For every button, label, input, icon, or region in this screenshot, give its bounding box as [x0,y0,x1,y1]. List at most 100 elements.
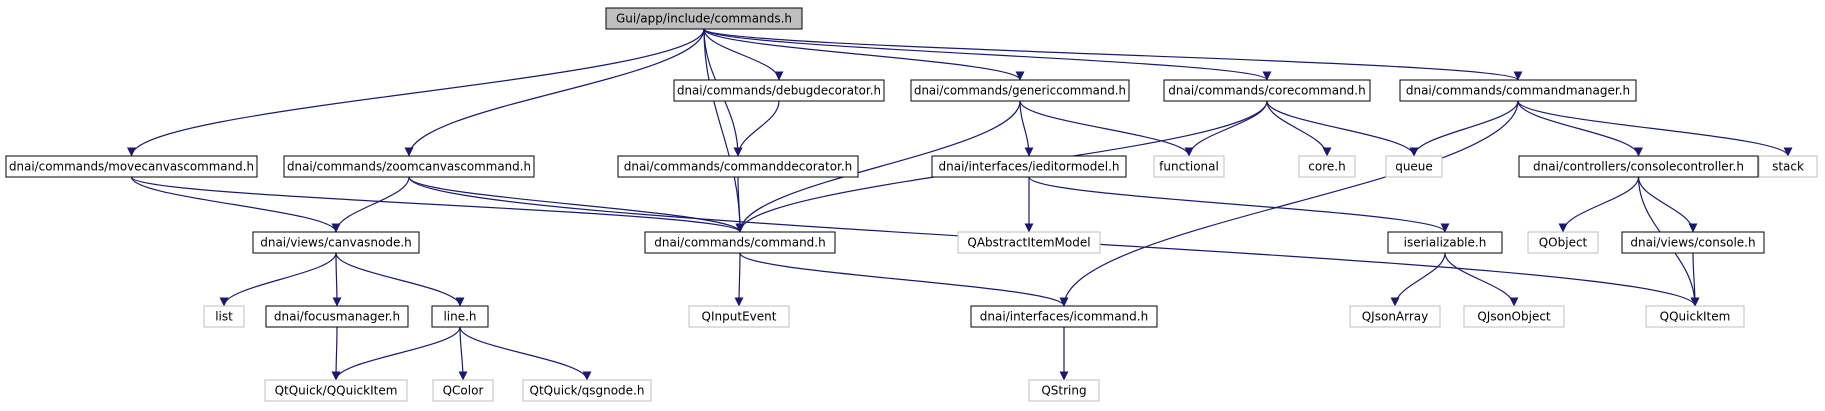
node-label-line: line.h [443,310,476,324]
node-label-qabstractitemmodel: QAbstractItemModel [967,236,1090,250]
edge-zoomcanvascommand-to-canvasnode [331,176,410,233]
edge-corecommand-to-queue [1266,100,1419,157]
node-box-list [203,305,245,328]
node-corecommand[interactable]: dnai/commands/corecommand.h [1163,79,1371,102]
node-label-qtquick_qquickitem: QtQuick/QQuickItem [275,384,398,398]
node-qstring: QString [1028,379,1100,402]
node-box-qabstractitemmodel [957,231,1101,254]
node-movecanvascommand[interactable]: dnai/commands/movecanvascommand.h [5,155,258,178]
edge-root-to-zoomcanvascommand [404,28,705,157]
edge-root-to-commandmanager [703,28,1523,81]
node-box-functional [1153,155,1225,178]
node-label-queue: queue [1395,160,1433,174]
edge-movecanvascommand-to-command [130,176,745,233]
node-iserializable[interactable]: iserializable.h [1387,231,1503,254]
node-label-qobject: QObject [1539,236,1588,250]
node-label-icommand: dnai/interfaces/icommand.h [980,310,1148,324]
node-label-core: core.h [1308,160,1345,174]
node-line[interactable]: line.h [431,305,489,328]
edge-line-to-qtquick_qquickitem [331,326,461,381]
node-queue: queue [1385,155,1443,178]
node-box-qquickitem [1645,305,1745,328]
node-box-genericcommand [910,79,1130,102]
node-box-corecommand [1163,79,1371,102]
node-qquickitem: QQuickItem [1645,305,1745,328]
edge-canvasnode-to-list [219,252,337,307]
node-box-commandmanager [1399,79,1637,102]
edge-debugdecorator-to-commanddecorator [733,100,780,157]
node-box-command [644,231,836,254]
node-label-qcolor: QColor [443,384,484,398]
node-zoomcanvascommand[interactable]: dnai/commands/zoomcanvascommand.h [283,155,535,178]
node-box-root [605,7,803,30]
edge-command-to-icommand [739,252,1069,307]
node-root[interactable]: Gui/app/include/commands.h [605,7,803,30]
node-box-qsgnode [522,379,652,402]
node-box-qtquick_qquickitem [264,379,408,402]
node-label-qinputevent: QInputEvent [702,310,777,324]
node-icommand[interactable]: dnai/interfaces/icommand.h [970,305,1158,328]
node-label-qjsonobject: QJsonObject [1477,310,1551,324]
node-canvasnode[interactable]: dnai/views/canvasnode.h [252,231,420,254]
node-qjsonobject: QJsonObject [1463,305,1565,328]
edge-genericcommand-to-command [735,100,1021,233]
node-label-corecommand: dnai/commands/corecommand.h [1168,84,1365,98]
node-label-consolecontroller: dnai/controllers/consolecontroller.h [1533,160,1744,174]
node-box-iserializable [1387,231,1503,254]
node-box-line [431,305,489,328]
edge-command-to-qinputevent [734,252,744,307]
node-box-qjsonarray [1349,305,1441,328]
edge-genericcommand-to-ieditormodel [1019,100,1034,157]
edge-zoomcanvascommand-to-command [408,176,745,233]
node-box-canvasnode [252,231,420,254]
node-debugdecorator[interactable]: dnai/commands/debugdecorator.h [673,79,885,102]
node-commandmanager[interactable]: dnai/commands/commandmanager.h [1399,79,1637,102]
node-label-zoomcanvascommand: dnai/commands/zoomcanvascommand.h [287,160,531,174]
node-box-qobject [1527,231,1599,254]
node-label-focusmanager: dnai/focusmanager.h [274,310,400,324]
node-label-qquickitem: QQuickItem [1660,310,1731,324]
node-stack: stack [1758,155,1818,178]
node-command[interactable]: dnai/commands/command.h [644,231,836,254]
node-box-commanddecorator [617,155,859,178]
node-label-root: Gui/app/include/commands.h [616,12,792,26]
node-focusmanager[interactable]: dnai/focusmanager.h [265,305,409,328]
node-console[interactable]: dnai/views/console.h [1621,231,1765,254]
edge-corecommand-to-functional [1184,100,1268,157]
node-label-iserializable: iserializable.h [1404,236,1487,250]
node-box-console [1621,231,1765,254]
node-qtquick_qquickitem: QtQuick/QQuickItem [264,379,408,402]
node-box-focusmanager [265,305,409,328]
edge-movecanvascommand-to-canvasnode [130,176,341,233]
node-qsgnode: QtQuick/qsgnode.h [522,379,652,402]
node-genericcommand[interactable]: dnai/commands/genericcommand.h [910,79,1130,102]
node-qobject: QObject [1527,231,1599,254]
edge-commanddecorator-to-command [735,176,745,233]
node-box-qcolor [432,379,494,402]
edge-console-to-qquickitem [1690,252,1700,307]
node-list: list [203,305,245,328]
edge-root-to-genericcommand [703,28,1025,81]
node-label-ieditormodel: dnai/interfaces/ieditormodel.h [939,160,1120,174]
node-box-stack [1758,155,1818,178]
node-qcolor: QColor [432,379,494,402]
node-box-ieditormodel [931,155,1127,178]
node-label-canvasnode: dnai/views/canvasnode.h [260,236,412,250]
node-label-genericcommand: dnai/commands/genericcommand.h [914,84,1126,98]
node-label-movecanvascommand: dnai/commands/movecanvascommand.h [9,160,254,174]
node-label-console: dnai/views/console.h [1630,236,1755,250]
node-consolecontroller[interactable]: dnai/controllers/consolecontroller.h [1518,155,1759,178]
node-label-qsgnode: QtQuick/qsgnode.h [530,384,645,398]
node-box-movecanvascommand [5,155,258,178]
edge-canvasnode-to-focusmanager [332,252,342,307]
edge-root-to-corecommand [703,28,1272,81]
dependency-nodes: Gui/app/include/commands.h dnai/commands/… [5,7,1818,402]
node-commanddecorator[interactable]: dnai/commands/commanddecorator.h [617,155,859,178]
node-ieditormodel[interactable]: dnai/interfaces/ieditormodel.h [931,155,1127,178]
node-label-command: dnai/commands/command.h [654,236,825,250]
node-box-debugdecorator [673,79,885,102]
edge-iserializable-to-qjsonarray [1390,252,1446,307]
edge-commandmanager-to-consolecontroller [1517,100,1643,157]
node-box-queue [1385,155,1443,178]
node-qinputevent: QInputEvent [688,305,790,328]
